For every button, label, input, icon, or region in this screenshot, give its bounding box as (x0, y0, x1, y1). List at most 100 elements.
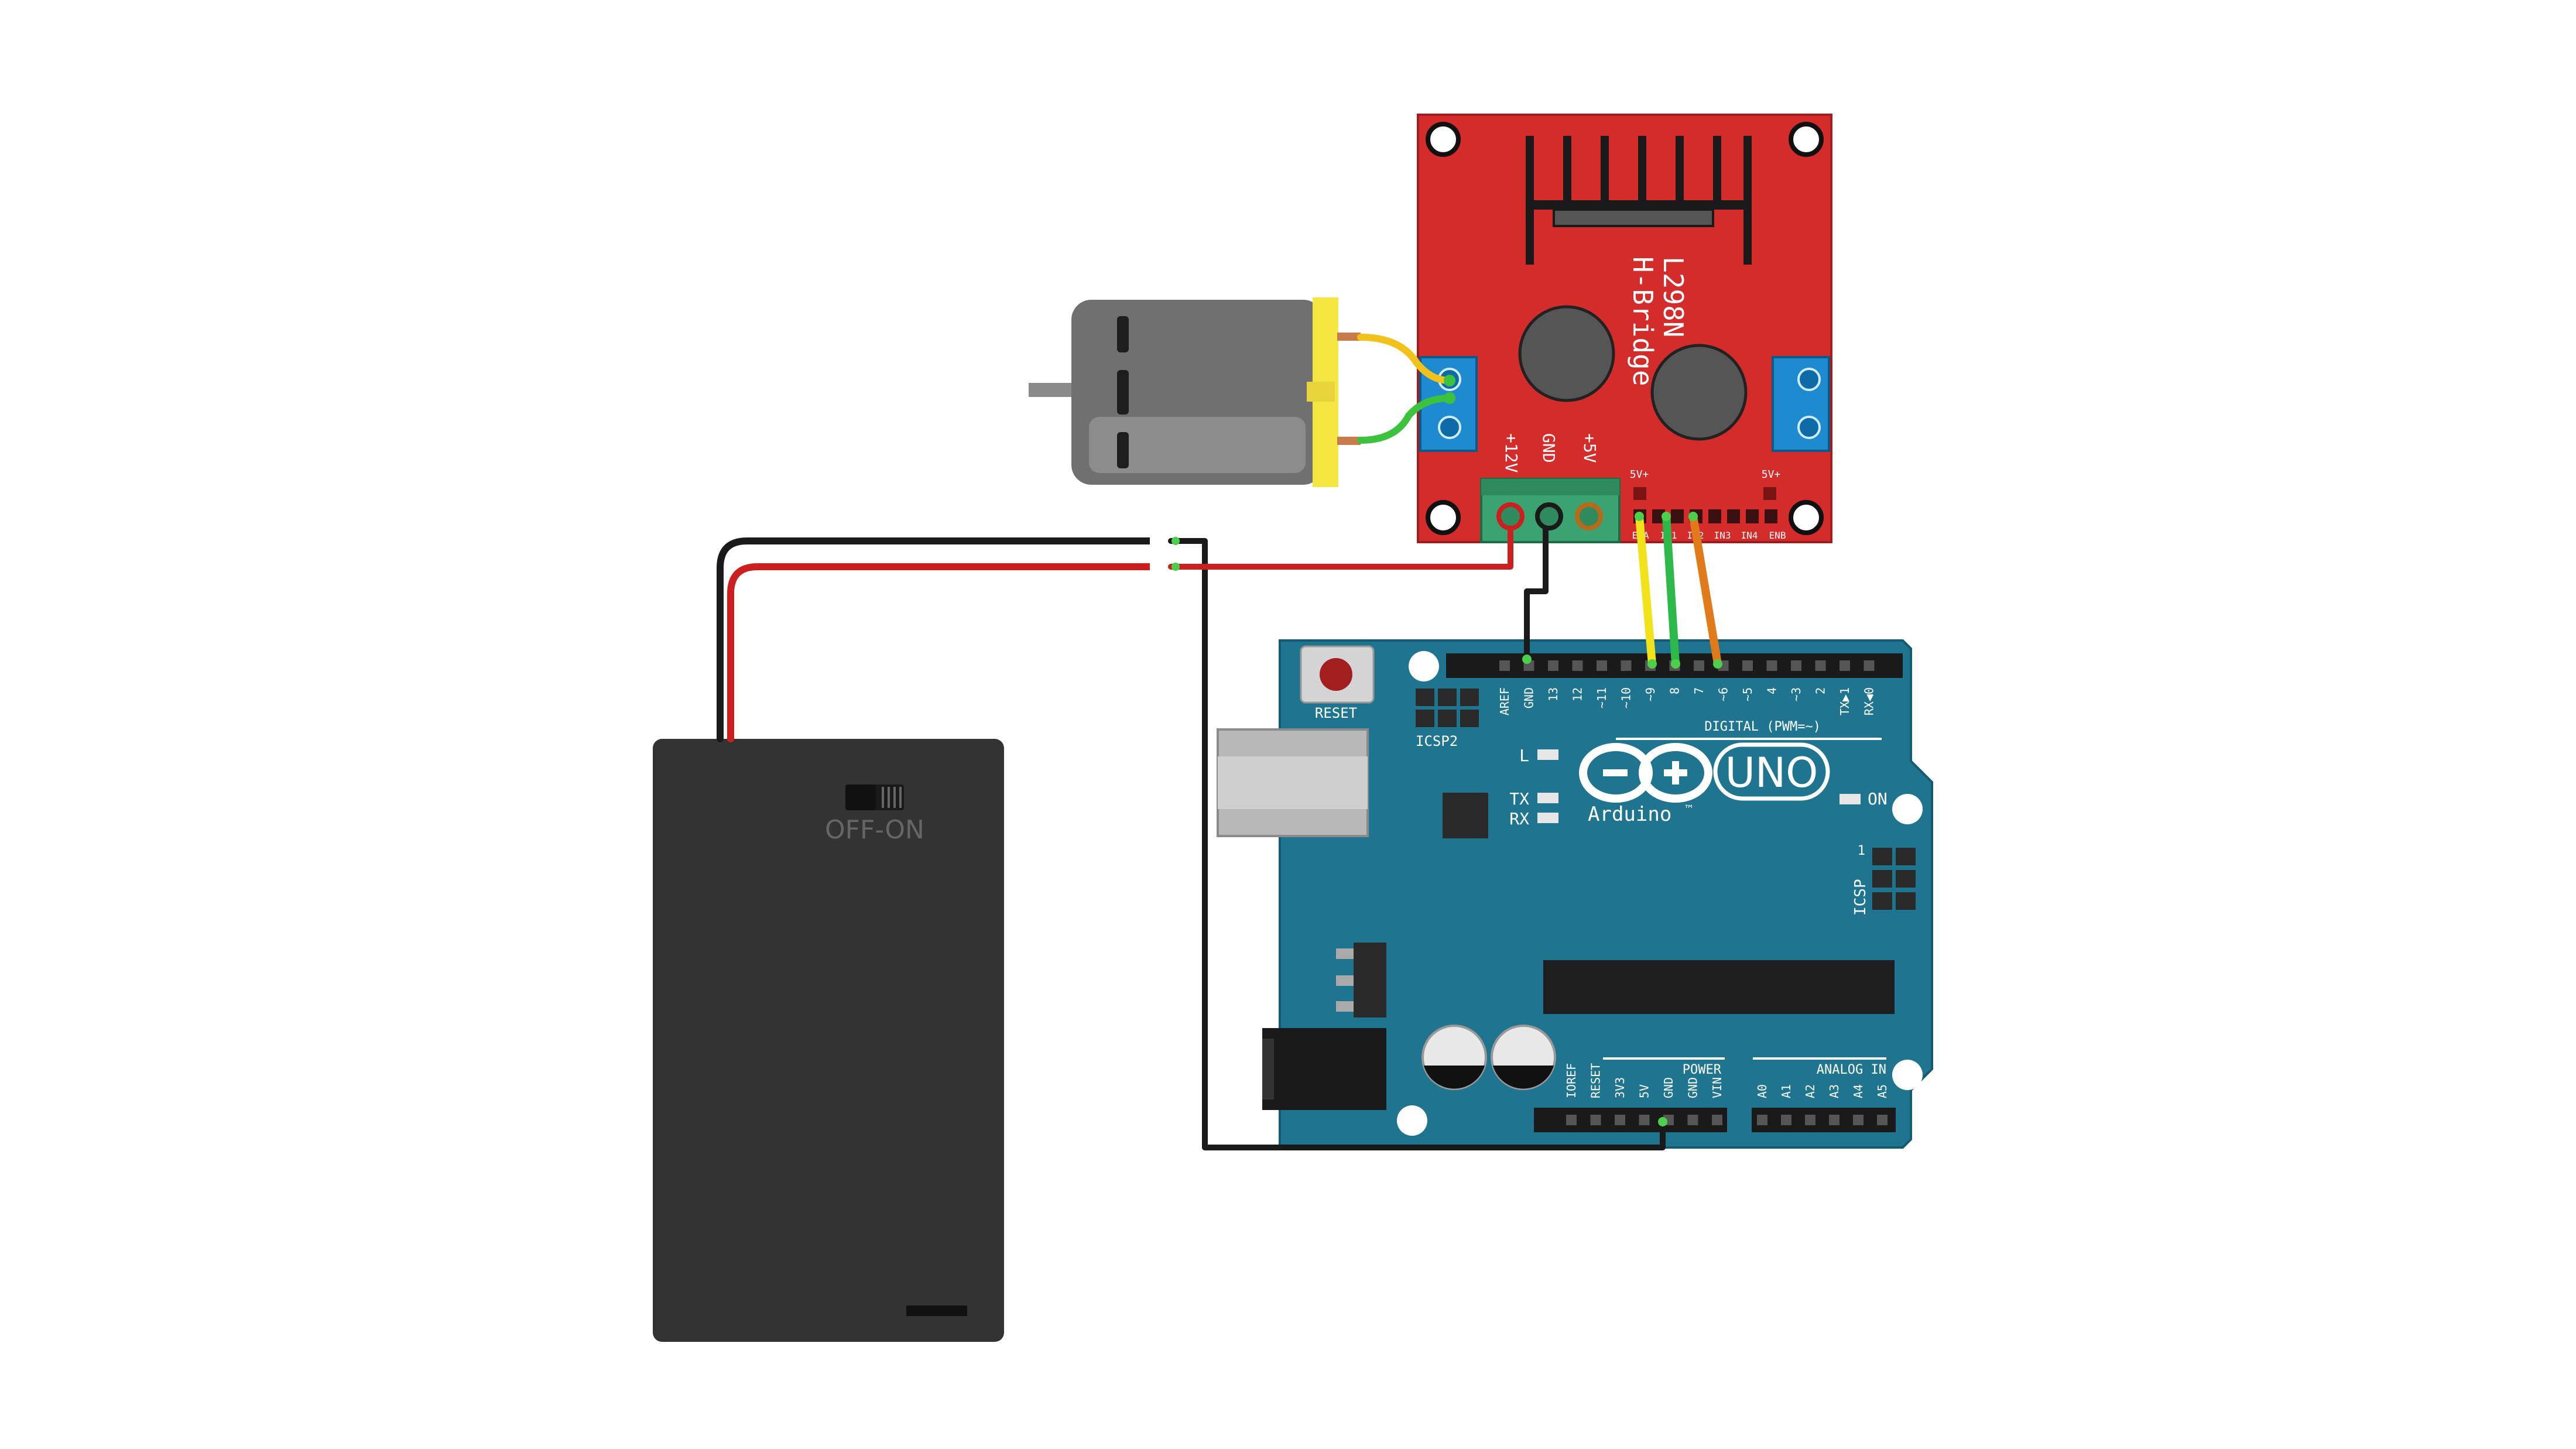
power-header-label: POWER (1683, 1063, 1722, 1077)
pin-label: A0 (1755, 1084, 1769, 1098)
pin-label: RESET (1589, 1063, 1603, 1098)
motor-terminal-bottom (1337, 437, 1361, 445)
arduino-pcb (1279, 639, 1933, 1149)
icsp2-header (1416, 688, 1479, 727)
pin-label: 12 (1571, 687, 1585, 701)
capacitor-1 (1518, 305, 1615, 402)
terminal-screws (1444, 375, 1603, 530)
header-pin-slot (1687, 1115, 1698, 1125)
pin-label: 3V3 (1613, 1077, 1627, 1098)
mount-hole-bl (1426, 500, 1461, 535)
pin-label: VIN (1710, 1077, 1724, 1098)
hbridge-pcb (1417, 114, 1832, 543)
reset-button[interactable] (1300, 645, 1375, 704)
pin-label: 2 (1814, 687, 1828, 694)
uno-label: UNO (1725, 749, 1818, 797)
voltage-regulator (1336, 943, 1386, 1018)
pin-label: A3 (1827, 1084, 1841, 1098)
pin-label: GND (1522, 687, 1536, 708)
mount-hole-tr (1789, 122, 1824, 157)
dc-power-jack (1262, 1028, 1386, 1110)
battery-pack: OFF-ON (653, 739, 1004, 1342)
pin-label: A1 (1779, 1084, 1793, 1098)
wire-in1-pin8 (1662, 512, 1680, 668)
label-enb: ENB (1769, 530, 1786, 541)
icsp-pin1-label: 1 (1858, 844, 1865, 858)
wire-motor-b (1357, 395, 1453, 444)
pin-label: 8 (1668, 687, 1682, 694)
header-pin-slot (1615, 1115, 1625, 1125)
uno-badge (1713, 742, 1830, 801)
analog-header-label: ANALOG IN (1817, 1063, 1886, 1077)
header-pin-slot (1805, 1115, 1815, 1125)
header-pin-slot (1853, 1115, 1864, 1125)
battery-body (653, 739, 1004, 1342)
battery-switch-slider (845, 785, 876, 810)
led-rx-label: RX (1509, 809, 1529, 828)
header-pin-slot (1548, 660, 1558, 671)
wire-battery-black (717, 537, 1164, 742)
header-pin-slot (1815, 660, 1826, 671)
led-tx-label: TX (1509, 789, 1529, 809)
hbridge-title: L298N H-Bridge (1627, 256, 1689, 386)
icsp2-label: ICSP2 (1416, 733, 1458, 749)
header-pin-slot (1712, 1115, 1722, 1125)
header-pin-slot (1757, 1115, 1767, 1125)
wire-battery-red (727, 563, 1164, 742)
label-5v-plus-b: 5V+ (1762, 468, 1781, 481)
label-in3: IN3 (1714, 530, 1731, 541)
icsp-label: ICSP (1852, 879, 1869, 916)
pin-label: ~11 (1595, 687, 1609, 708)
pin-label: ~3 (1789, 687, 1803, 701)
header-pin-slot (1566, 1115, 1577, 1125)
label-gnd: GND (1539, 433, 1558, 463)
digital-header-label: DIGITAL (PWM=~) (1704, 720, 1821, 734)
analog-header (1752, 1108, 1896, 1132)
pin-label: GND (1662, 1077, 1676, 1098)
wire-12v (1168, 513, 1513, 570)
header-pin-slot (1590, 1115, 1601, 1125)
header-pin-slot (1639, 1115, 1650, 1125)
header-pin-slot (1766, 660, 1777, 671)
header-pin-slot (1781, 1115, 1791, 1125)
motor-terminal-top (1337, 333, 1361, 341)
hbridge-title-line2: H-Bridge (1627, 256, 1659, 386)
hbridge-title-line1: L298N (1657, 256, 1689, 337)
wire-gnd-hbridge-arduino (1524, 513, 1549, 662)
pin-label: ~9 (1643, 687, 1657, 701)
heatsink (1526, 136, 1752, 265)
pin-label: AREF (1498, 687, 1512, 715)
label-12v: +12V (1502, 433, 1521, 473)
pin-label: 5V (1638, 1084, 1652, 1098)
motor-body-highlight (1089, 417, 1306, 473)
header-pin-slot (1877, 1115, 1888, 1125)
atmega-chip (1543, 960, 1895, 1014)
usb-chip (1443, 793, 1488, 838)
header-pin-slot (1791, 660, 1801, 671)
led-on-label: ON (1868, 789, 1888, 809)
mount-hole-tl (1426, 122, 1461, 157)
dc-motor (1029, 297, 1361, 487)
header-pin-slot (1829, 1115, 1839, 1125)
arduino-brand: Arduino (1588, 803, 1671, 826)
label-5v: +5V (1580, 433, 1599, 463)
wire-motor-a (1357, 334, 1453, 384)
mount-hole-br (1789, 500, 1824, 535)
pin-label: RX◀0 (1862, 687, 1876, 715)
reset-label: RESET (1315, 705, 1357, 721)
icsp-header (1872, 848, 1916, 910)
header-pin-slot (1742, 660, 1753, 671)
wire-in2-pin7 (1689, 512, 1722, 668)
power-capacitors (1421, 1025, 1556, 1090)
l298n-hbridge-board: L298N H-Bridge +12V GND +5V (1417, 114, 1832, 543)
pin-label: 13 (1546, 687, 1560, 701)
wires (717, 334, 1722, 1150)
pin-label: 4 (1765, 687, 1779, 694)
terminal-block-motor-b (1772, 356, 1830, 452)
label-in4: IN4 (1741, 530, 1758, 541)
wire-end-markers (1171, 512, 1722, 1126)
wire-ground-bus (1168, 538, 1666, 1150)
arduino-trademark: ™ (1684, 803, 1694, 816)
